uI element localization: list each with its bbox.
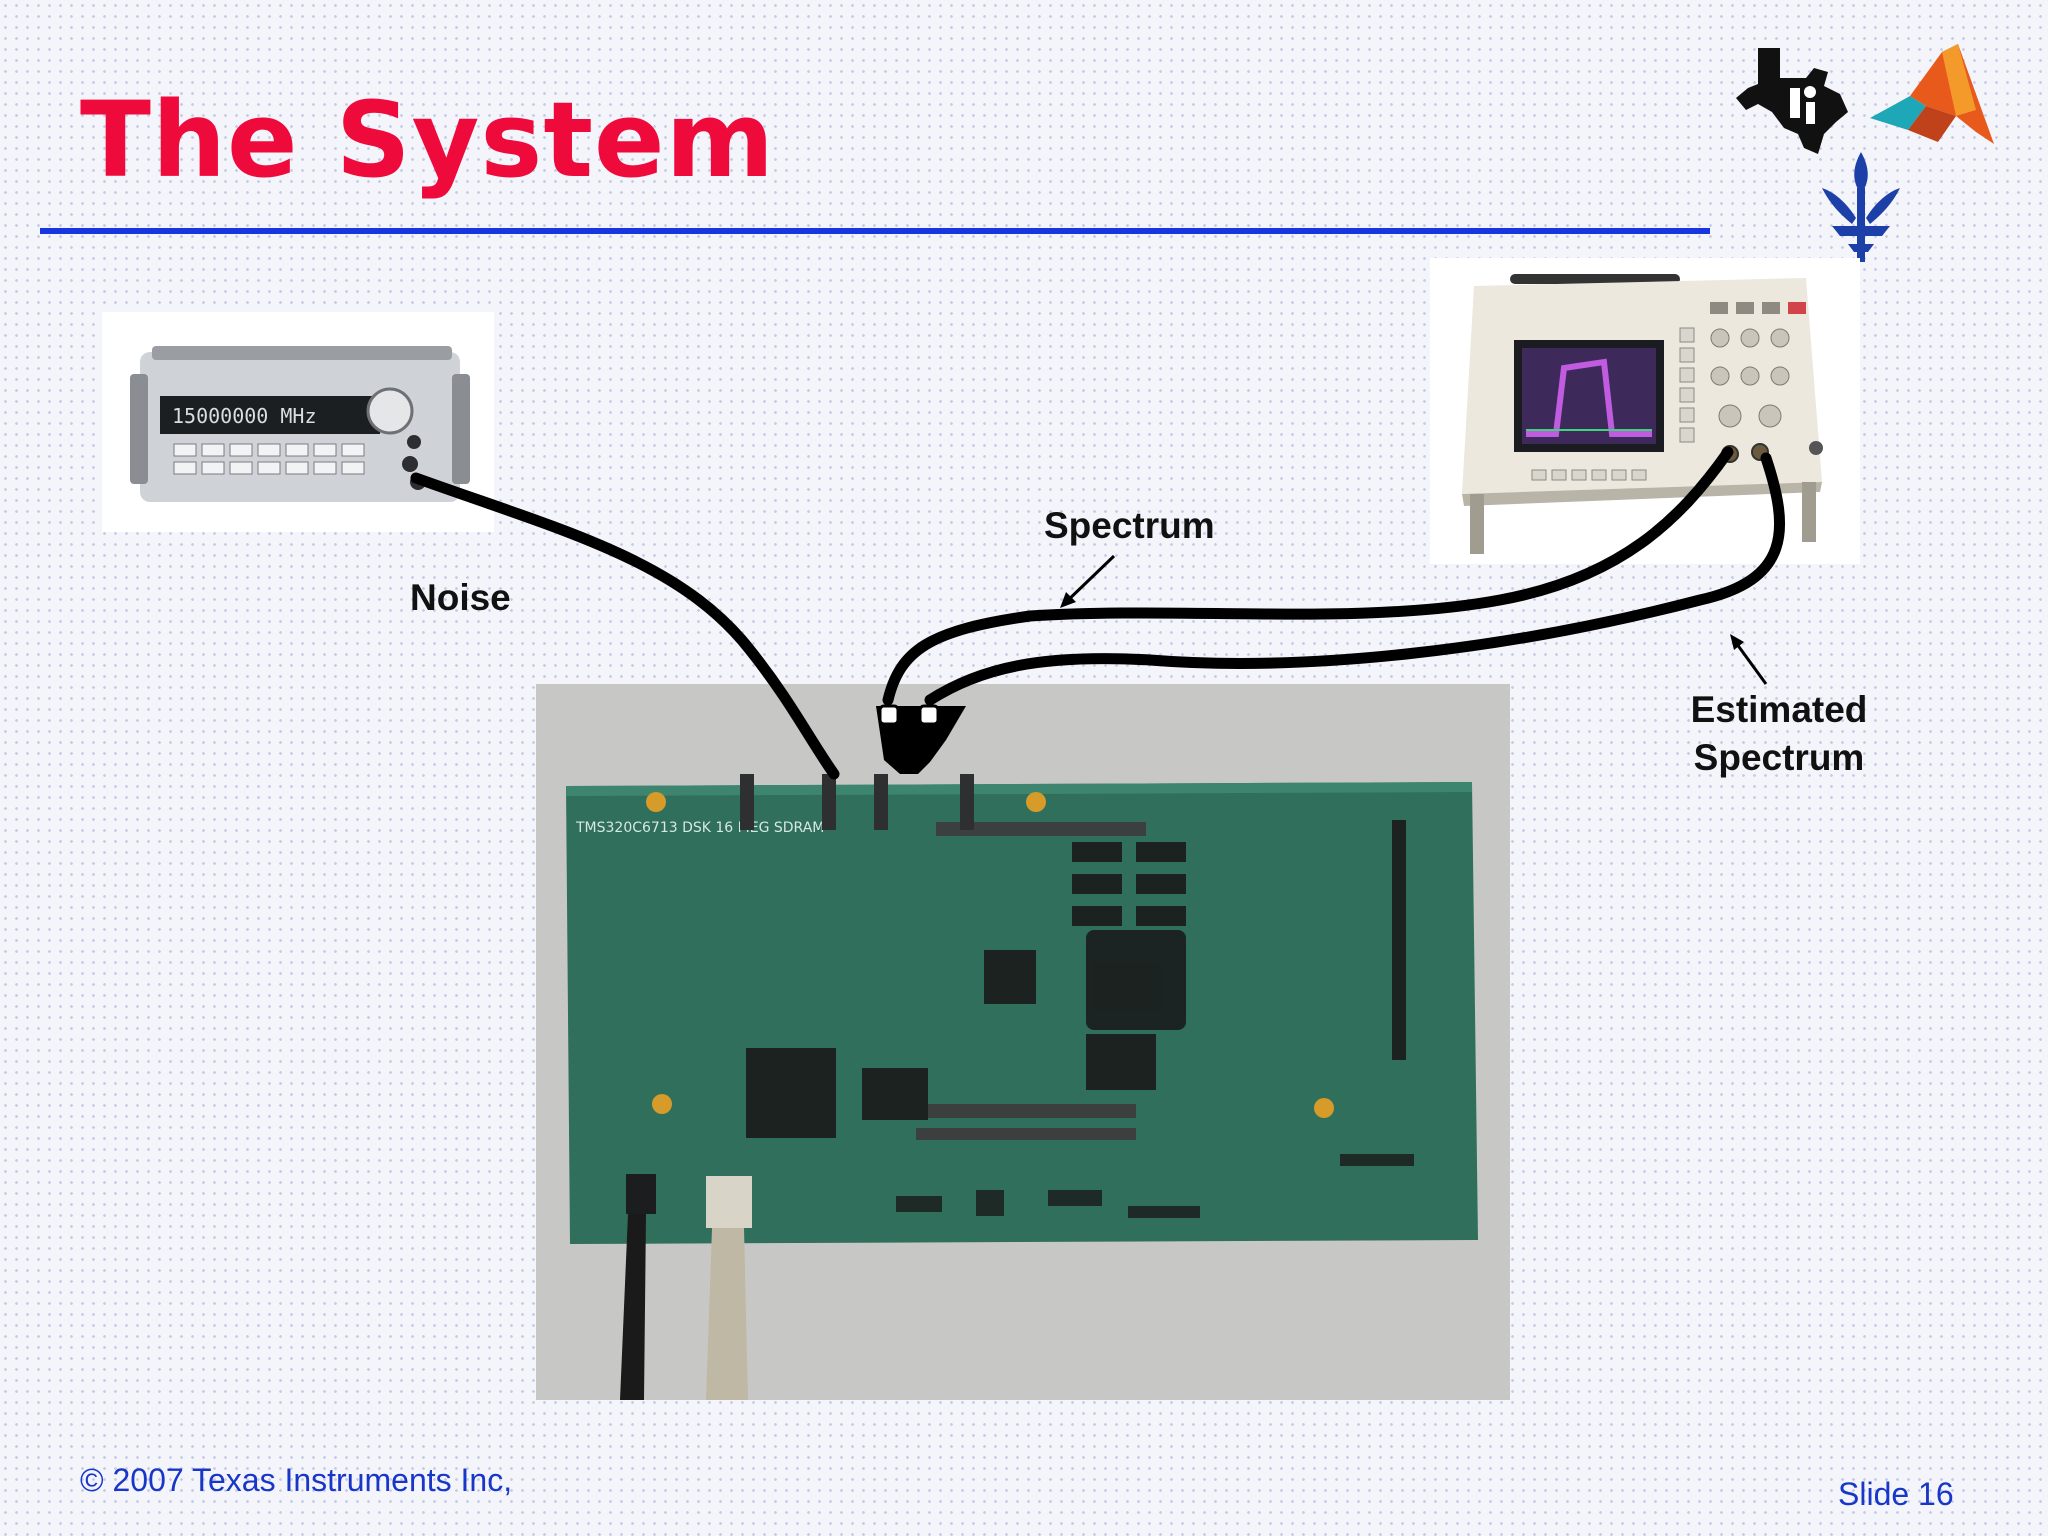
generator-display: 15000000 MHz [172,404,317,428]
spectrum-label: Spectrum [1044,505,1215,546]
slide-title: The System [80,79,775,201]
dsk-board-photo: TMS320C6713 DSK 16 MEG SDRAM [536,684,1510,1400]
estimated-spectrum-label: Estimated Spectrum [1676,686,1882,782]
title-underline [40,228,1710,234]
slide-number: Slide 16 [1838,1476,1954,1512]
arrow-icon [1732,639,1768,685]
estimated-spectrum-label-line1: Estimated [1690,689,1868,730]
copyright-footer: © 2007 Texas Instruments Inc, [80,1462,513,1498]
noise-label: Noise [410,577,511,618]
oscilloscope-photo [1430,258,1860,564]
board-silkscreen: TMS320C6713 DSK 16 MEG SDRAM [575,820,824,836]
tel-aviv-university-logo [1812,148,1910,266]
texas-instruments-logo [1728,38,1852,162]
matlab-logo [1866,40,1998,164]
arrow-icon [1062,554,1116,606]
estimated-spectrum-label-line2: Spectrum [1693,737,1865,778]
function-generator-photo: 15000000 MHz [102,312,494,532]
